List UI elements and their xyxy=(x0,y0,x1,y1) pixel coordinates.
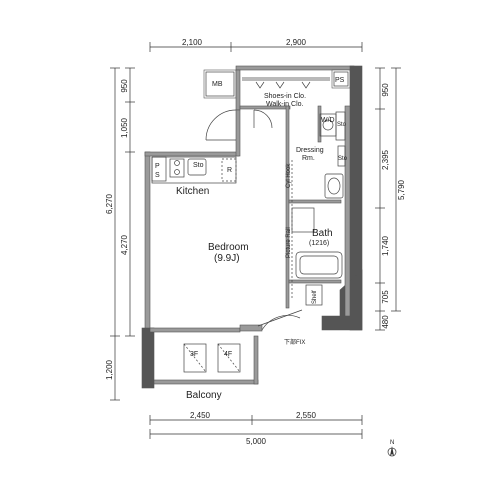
north-arrow-icon: N xyxy=(387,440,397,457)
dim-left-1200: 1,200 xyxy=(105,359,114,380)
dim-bottom-right: 2,550 xyxy=(296,411,317,420)
fixtures xyxy=(151,71,349,373)
dim-left-1050: 1,050 xyxy=(120,117,129,138)
label-picture-rail: Picture Rail xyxy=(286,227,292,258)
dim-left-950: 950 xyxy=(120,79,129,93)
dimension-labels: 2,100 2,900 2,450 2,550 5,000 950 1,050 … xyxy=(105,38,406,446)
label-sto-dressing: Sto xyxy=(338,156,348,162)
label-sto-kitchen: Sto xyxy=(193,162,204,169)
label-walk-in-clo: Walk-in Clo. xyxy=(266,101,304,108)
label-bedroom-size: (9.9J) xyxy=(214,253,240,264)
room-labels: MB PS Shoes-in Clo. Walk-in Clo. W/D Sto… xyxy=(155,77,348,401)
label-kitchen: Kitchen xyxy=(176,186,209,197)
label-shelf: Shelf xyxy=(312,290,318,304)
dimension-lines xyxy=(110,42,401,439)
dim-bottom-total: 5,000 xyxy=(246,437,267,446)
dim-left-4270: 4,270 xyxy=(120,234,129,255)
label-bedroom: Bedroom xyxy=(208,242,249,253)
label-emergency-ladder: 下部FIX xyxy=(284,338,305,346)
label-cyl-hook: Cyl Hook xyxy=(286,163,292,188)
label-dressing-rm-1: Dressing xyxy=(296,147,324,154)
label-shoes-in-clo: Shoes-in Clo. xyxy=(264,93,306,100)
label-north: N xyxy=(390,440,394,446)
label-bath: Bath xyxy=(312,228,333,239)
dim-right-1740: 1,740 xyxy=(381,235,390,256)
dim-top-right: 2,900 xyxy=(286,38,307,47)
dim-bottom-left: 2,450 xyxy=(190,411,211,420)
label-dressing-rm-2: Rm. xyxy=(302,155,315,162)
label-ps-left-1: P xyxy=(155,163,160,170)
label-ps-top: PS xyxy=(335,77,345,84)
label-wd: W/D xyxy=(321,117,335,124)
label-refrigerator: R xyxy=(227,167,232,174)
dim-right-480: 480 xyxy=(381,315,390,329)
label-bath-size: (1216) xyxy=(309,240,329,247)
label-sto-wd: Sto xyxy=(337,122,347,128)
dim-left-6270: 6,270 xyxy=(105,193,114,214)
dim-right-5790: 5,790 xyxy=(397,179,406,200)
label-balcony: Balcony xyxy=(186,390,222,401)
dim-right-2395: 2,395 xyxy=(381,149,390,170)
label-ps-left-2: S xyxy=(155,172,160,179)
dim-right-950: 950 xyxy=(381,83,390,97)
label-mb: MB xyxy=(212,81,223,88)
walls xyxy=(141,65,363,389)
label-unit-3f: 3F xyxy=(190,351,198,358)
dim-right-705: 705 xyxy=(381,290,390,304)
dim-top-left: 2,100 xyxy=(182,38,203,47)
label-unit-4f: 4F xyxy=(224,351,232,358)
